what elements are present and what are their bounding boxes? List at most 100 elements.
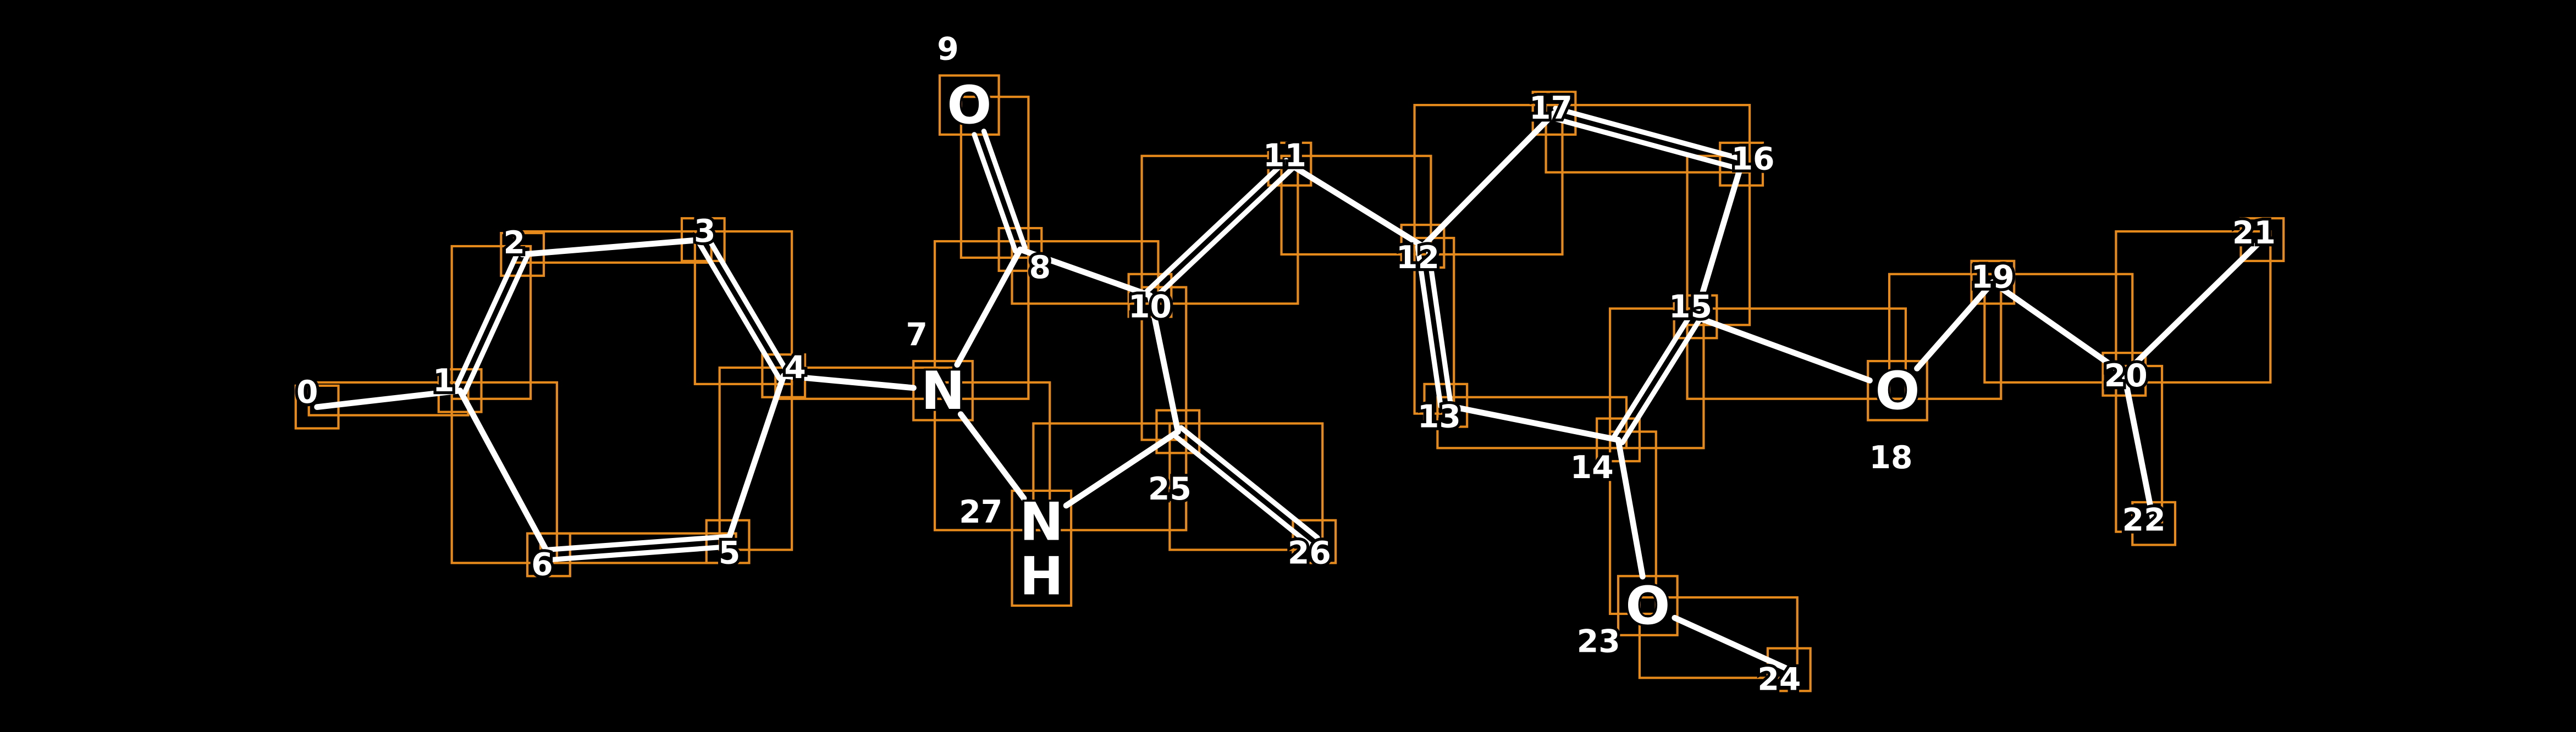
bond-line [705, 234, 791, 376]
bond-line [1425, 243, 1454, 407]
bond-line [457, 387, 552, 558]
atom-bbox [1867, 359, 1928, 422]
bond-bbox [2115, 364, 2164, 533]
bond-line [1692, 314, 1873, 384]
atom-index-label: 0 [296, 374, 318, 411]
atom-index-label: 27 [959, 494, 1002, 530]
bond-line [1989, 279, 2127, 378]
bond-line [780, 373, 917, 391]
atom-index-label: 25 [1148, 471, 1192, 507]
bond-line [1615, 437, 1646, 580]
bond-line [1611, 311, 1694, 440]
atom-bbox [1127, 273, 1173, 318]
atom-bbox [705, 519, 751, 564]
bond-line [1550, 115, 1743, 172]
bond-bbox [1686, 307, 1907, 400]
bond-line [1287, 161, 1426, 249]
bond-bbox [2115, 230, 2272, 384]
atom-index-label: 9 [937, 31, 959, 68]
atom-bbox [2101, 352, 2147, 397]
atom-index-label: 6 [531, 546, 553, 583]
bond-line [1151, 165, 1296, 302]
atom-bbox [1267, 141, 1312, 187]
atom-index-label: 14 [1570, 450, 1614, 486]
atom-bbox [1970, 259, 2016, 305]
bond-bbox [1436, 396, 1628, 450]
atom-bbox [2239, 217, 2285, 262]
atom-bbox [1155, 409, 1201, 454]
bond-bbox [450, 245, 532, 400]
atom-index-label: 11 [1263, 138, 1306, 174]
bond-line [2121, 236, 2265, 378]
atom-index-label: 8 [1029, 249, 1051, 286]
atom-index-label: 5 [719, 535, 741, 571]
bond-bbox [1011, 240, 1160, 305]
atom-index-label: 18 [1869, 440, 1913, 476]
bond-line [1442, 402, 1621, 443]
atom-index-label: 10 [1128, 289, 1172, 325]
bond-line [1620, 317, 1702, 445]
atom-index-label: 19 [1971, 259, 2015, 296]
bond-line [1017, 246, 1153, 298]
bond-line [453, 249, 521, 391]
atom-symbol: N [921, 360, 965, 422]
atom-bbox [1617, 575, 1679, 636]
atom-symbol: N [1019, 491, 1063, 553]
bond-line [1914, 279, 1996, 371]
atom-index-label: 2 [503, 225, 525, 261]
bond-bbox [1280, 154, 1432, 256]
bond-bbox [1609, 430, 1657, 615]
bond-bbox [1545, 104, 1751, 174]
bond-bbox [1983, 273, 2134, 384]
atom-index-label: 22 [2122, 502, 2166, 539]
bond-line [696, 240, 782, 381]
bond-line [957, 411, 1027, 502]
atom-bbox [1766, 647, 1812, 692]
bond-line [1178, 425, 1320, 540]
bond-line [1415, 244, 1443, 409]
bond-bbox [539, 532, 737, 564]
bond-bbox [1168, 422, 1324, 551]
bond-bbox [1609, 307, 1705, 450]
atom-symbol: O [1875, 360, 1919, 422]
bond-line [954, 246, 1023, 368]
bond-bbox [450, 381, 558, 564]
atom-symbol-hydrogen: H [1019, 545, 1063, 607]
atom-index-label: 3 [694, 213, 716, 249]
atom-index-label: 24 [1757, 661, 1801, 697]
atom-index-label: 7 [906, 317, 928, 353]
bond-line [1147, 292, 1181, 435]
atom-bbox [1673, 294, 1718, 340]
bond-line [725, 373, 787, 545]
atom-bbox [2131, 501, 2177, 546]
atom-bbox [526, 532, 571, 578]
atom-bbox [1011, 489, 1073, 607]
bond-bbox [1638, 596, 1799, 679]
bond-line [1144, 158, 1289, 295]
bond-line [972, 132, 1018, 254]
bond-bbox [934, 240, 1030, 400]
bond-bbox [959, 96, 1030, 259]
bond-bbox [934, 381, 1051, 531]
bond-bbox [1140, 154, 1299, 305]
bond-line [1553, 106, 1746, 162]
atom-bbox [1292, 519, 1337, 564]
atom-bbox [938, 74, 1000, 136]
atom-index-label: 20 [2104, 358, 2148, 394]
atom-symbol: O [947, 74, 991, 136]
atom-index-label: 17 [1529, 90, 1573, 126]
atom-index-label: 23 [1577, 624, 1620, 660]
atom-index-label: 26 [1288, 535, 1331, 571]
atom-index-label: 12 [1396, 240, 1439, 276]
bond-line [462, 254, 530, 396]
bond-line [981, 129, 1028, 251]
bond-line [1063, 429, 1181, 509]
bond-bbox [1413, 104, 1564, 256]
atom-index-label: 15 [1669, 289, 1712, 325]
bonds-layer [314, 106, 2265, 673]
bond-line [1692, 161, 1745, 320]
bond-line [545, 534, 730, 552]
